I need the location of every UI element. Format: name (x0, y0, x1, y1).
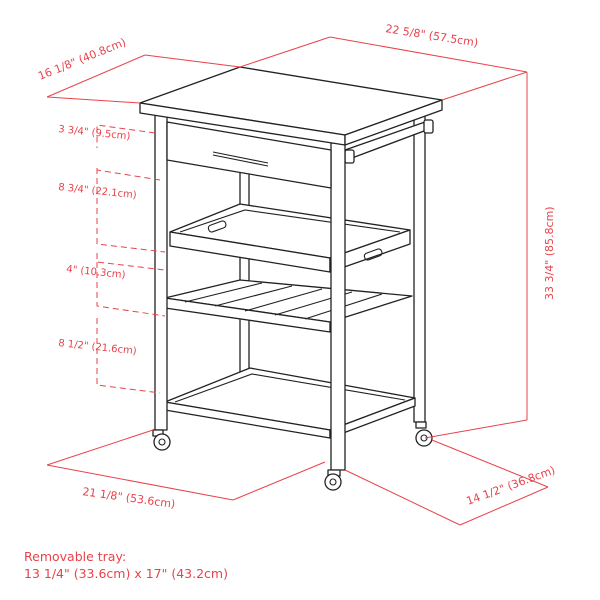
width-top-label: 22 5/8" (57.5cm) (385, 22, 479, 49)
drawer-height-label: 3 3/4" (9.5cm) (58, 124, 131, 143)
height-total-label: 33 3/4" (85.8cm) (543, 206, 556, 300)
depth-top-label: 16 1/8" (40.8cm) (36, 36, 128, 83)
wine-rack (164, 279, 413, 333)
dimension-lines (46, 36, 549, 526)
width-base-label: 21 1/8" (53.6cm) (82, 485, 176, 511)
tray-note-title: Removable tray: (24, 549, 127, 564)
towel-bar (344, 119, 434, 164)
removable-tray (169, 203, 411, 273)
caster-icon (415, 421, 433, 447)
drawer-handle (212, 151, 269, 164)
caster-icon (324, 469, 342, 491)
caster-icon (152, 429, 171, 451)
bottom-shelf (164, 367, 416, 439)
drawer (166, 121, 332, 189)
tray-note: Removable tray: 13 1/4" (33.6cm) x 17" (… (24, 548, 228, 582)
depth-base-label: 14 1/2" (36.8cm) (465, 464, 557, 508)
tray-note-size: 13 1/4" (33.6cm) x 17" (43.2cm) (24, 566, 228, 581)
tray-to-rack-label: 4" (10.3cm) (66, 264, 126, 281)
casters (152, 421, 433, 491)
